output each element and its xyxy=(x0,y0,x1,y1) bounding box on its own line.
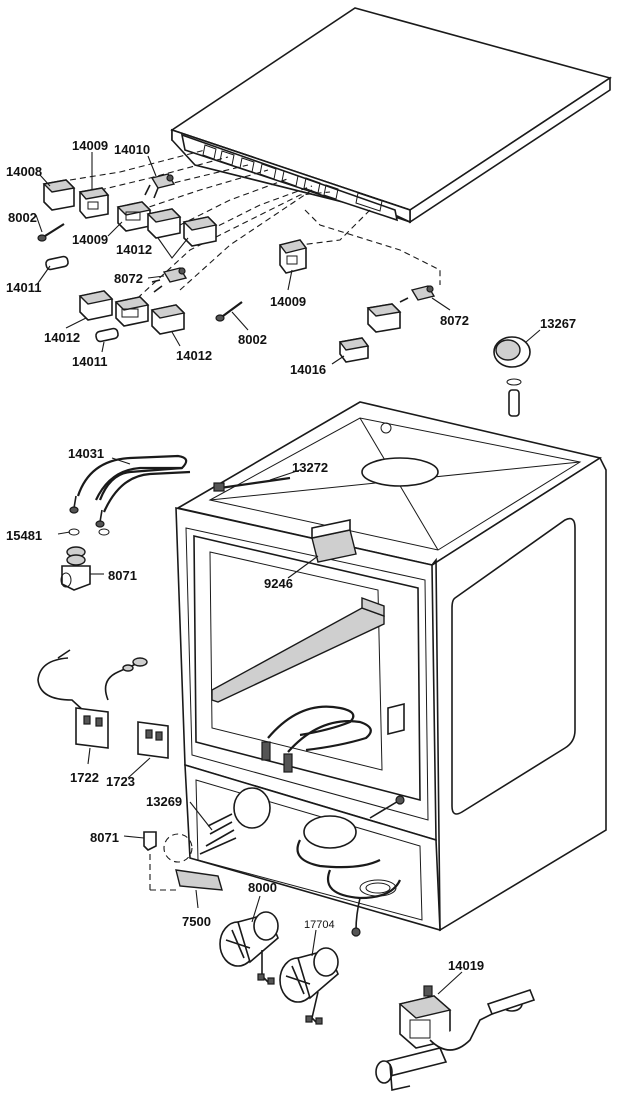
label-8072-left: 8072 xyxy=(114,271,143,286)
label-8002-lower: 8002 xyxy=(238,332,267,347)
part-8072-rocker-switch-right xyxy=(399,285,436,303)
part-8071-elbow-fitting-left xyxy=(60,546,91,591)
label-14016: 14016 xyxy=(290,362,326,377)
part-7500-heating-element-assembly xyxy=(149,854,223,891)
part-17704-circulation-pump-motor xyxy=(279,947,339,1025)
part-14012-pair-top xyxy=(146,208,218,247)
label-9246: 9246 xyxy=(264,576,293,591)
label-leaders xyxy=(35,152,541,995)
lower-compartment-pump-assembly xyxy=(296,795,405,937)
cabinet-body xyxy=(175,401,607,932)
label-14019: 14019 xyxy=(448,958,484,973)
label-14008: 14008 xyxy=(6,164,42,179)
label-8071-left: 8071 xyxy=(108,568,137,583)
part-14010-rocker-switch xyxy=(144,173,176,199)
part-1722-thermostat xyxy=(37,649,109,749)
part-14011-light-top xyxy=(45,255,69,271)
dashed-leaders xyxy=(69,149,441,306)
part-14031-heating-element xyxy=(69,454,191,528)
label-14031: 14031 xyxy=(68,446,104,461)
label-14009-middle: 14009 xyxy=(72,232,108,247)
label-14012-top: 14012 xyxy=(116,242,152,257)
label-1723: 1723 xyxy=(106,774,135,789)
part-1723-thermostat xyxy=(104,657,169,759)
part-14009-switch-top xyxy=(78,187,110,219)
part-14011-light-lower xyxy=(95,327,119,343)
label-14011-lower: 14011 xyxy=(72,354,107,369)
label-14009-right: 14009 xyxy=(270,294,306,309)
part-14012-cap-right xyxy=(366,303,402,333)
part-14012-cluster-lower xyxy=(78,290,186,335)
label-8000: 8000 xyxy=(248,880,277,895)
label-13269: 13269 xyxy=(146,794,182,809)
label-14011-top: 14011 xyxy=(6,280,41,295)
part-number-labels: 14008 14009 14010 8002 14009 14012 14011… xyxy=(6,138,576,973)
part-14009-switch-right xyxy=(278,239,308,274)
label-14012-lower-right: 14012 xyxy=(176,348,212,363)
label-14010: 14010 xyxy=(114,142,150,157)
part-8002-screw-lower xyxy=(215,301,243,322)
part-15481-washers xyxy=(68,528,110,536)
label-8072-right: 8072 xyxy=(440,313,469,328)
part-13269-element-bracket xyxy=(199,787,271,855)
part-8000-drain-pump-motor xyxy=(219,911,279,985)
part-8072-rocker-switch-left xyxy=(151,267,188,293)
part-8071-elbow-fitting-lower xyxy=(143,831,193,863)
part-13267-timer-knob xyxy=(493,336,531,417)
label-14009-top: 14009 xyxy=(72,138,108,153)
label-8071-lower: 8071 xyxy=(90,830,119,845)
label-17704: 17704 xyxy=(304,919,335,931)
part-14019-inlet-valve xyxy=(375,985,536,1091)
label-15481: 15481 xyxy=(6,528,42,543)
control-panel xyxy=(170,7,612,224)
part-14009-switch-middle xyxy=(116,201,152,232)
label-1722: 1722 xyxy=(70,770,99,785)
part-14008-switch-cap xyxy=(42,179,76,211)
label-13272: 13272 xyxy=(292,460,328,475)
label-8002-top: 8002 xyxy=(8,210,37,225)
part-14016-lens xyxy=(338,337,370,363)
label-7500: 7500 xyxy=(182,914,211,929)
part-8002-screw-top xyxy=(37,223,65,242)
label-14012-lower-left: 14012 xyxy=(44,330,80,345)
label-13267: 13267 xyxy=(540,316,576,331)
